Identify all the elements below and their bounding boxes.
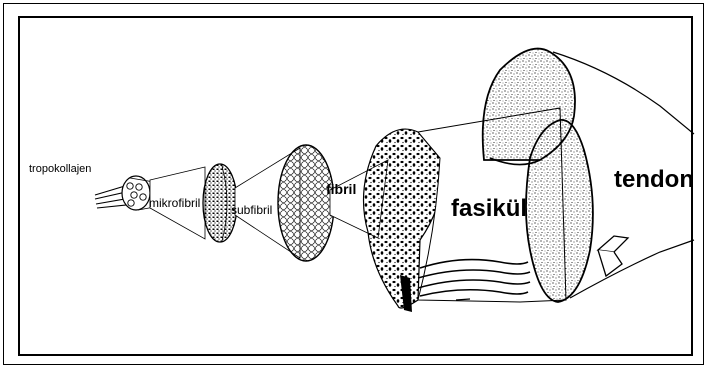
label-mikrofibril: mikrofibril <box>149 197 200 209</box>
label-tendon: tendon <box>614 168 694 192</box>
label-subfibril: subfibril <box>231 204 272 216</box>
label-tropokollajen: tropokollajen <box>29 164 91 175</box>
label-fibril: fibril <box>326 182 356 196</box>
label-fasikul: fasikül <box>451 197 527 221</box>
